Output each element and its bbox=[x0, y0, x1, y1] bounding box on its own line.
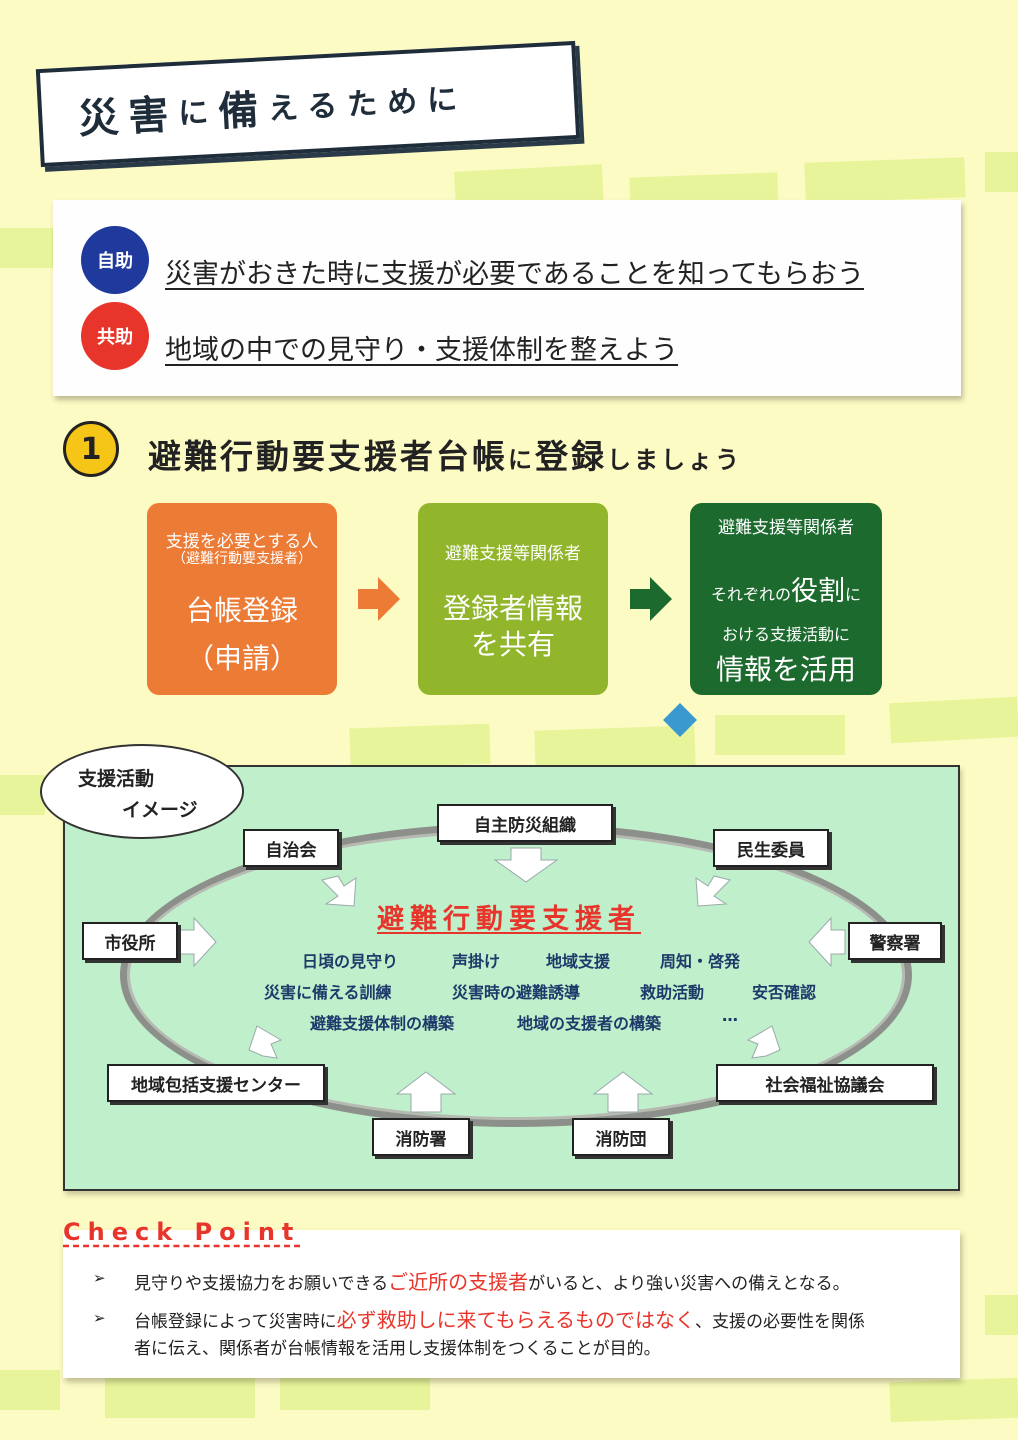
cloud-line2: イメージ bbox=[122, 799, 198, 821]
check-text: 台帳登録によって災害時に bbox=[134, 1312, 337, 1332]
check-line-1: 見守りや支援協力をお願いできるご近所の支援者がいると、より強い災害への備えとなる… bbox=[134, 1266, 850, 1295]
box1-main1: 台帳登録 bbox=[185, 594, 298, 627]
heading-part: しましょう bbox=[607, 446, 742, 474]
check-point-box: ➢ 見守りや支援協力をお願いできるご近所の支援者がいると、より強い災害への備えと… bbox=[63, 1230, 960, 1378]
org-shakyo: 社会福祉協議会 bbox=[716, 1064, 934, 1102]
org-houkatsu: 地域包括支援センター bbox=[107, 1064, 325, 1102]
arrow-down-icon bbox=[493, 847, 559, 883]
arrow-diag-icon bbox=[695, 875, 731, 907]
bullet-icon: ➢ bbox=[93, 1269, 106, 1287]
activity-item: 地域の支援者の構築 bbox=[517, 1014, 662, 1033]
box1-main2: （申請） bbox=[185, 642, 298, 675]
arrow-diag-icon bbox=[321, 875, 357, 907]
check-text: 見守りや支援協力をお願いできる bbox=[134, 1274, 389, 1294]
box3-line2: おける支援活動に bbox=[721, 625, 850, 644]
arrow-right-icon bbox=[179, 916, 217, 968]
arrow-right-icon bbox=[630, 577, 672, 621]
activity-item: … bbox=[722, 1006, 738, 1025]
arrow-up-icon bbox=[592, 1071, 654, 1113]
box3-l1b: 役割 bbox=[791, 576, 845, 607]
cloud-label: 支援活動 イメージ bbox=[40, 744, 244, 839]
center-title: 避難行動要支援者 bbox=[377, 904, 641, 935]
box1-sub2: （避難行動要支援者） bbox=[172, 551, 312, 567]
org-shobodan: 消防団 bbox=[572, 1118, 670, 1156]
heading-part: に bbox=[508, 446, 535, 474]
arrow-left-icon bbox=[808, 916, 846, 968]
arrow-right-icon bbox=[358, 577, 400, 621]
box3-sub: 避難支援等関係者 bbox=[718, 518, 854, 538]
activity-item: 地域支援 bbox=[546, 952, 611, 971]
arrow-up-icon bbox=[248, 1025, 283, 1059]
bullet-icon: ➢ bbox=[93, 1309, 106, 1327]
bg-stripe bbox=[985, 1295, 1018, 1335]
org-keisatsu: 警察署 bbox=[848, 922, 942, 960]
org-jichikai: 自治会 bbox=[243, 829, 339, 867]
activity-item: 避難支援体制の構築 bbox=[310, 1014, 455, 1033]
heading-part: 避難行動要支援者台帳 bbox=[148, 437, 508, 476]
check-text: 、支援の必要性を関係 bbox=[695, 1312, 866, 1332]
box2-sub: 避難支援等関係者 bbox=[445, 544, 581, 564]
box1-sub1: 支援を必要とする人 bbox=[165, 532, 319, 552]
box2-main1: 登録者情報 bbox=[442, 592, 583, 625]
bg-stripe bbox=[0, 775, 45, 815]
arrow-up-icon bbox=[746, 1025, 781, 1059]
intro-box: 自助 災害がおきた時に支援が必要であることを知ってもらおう 共助 地域の中での見… bbox=[53, 200, 961, 396]
check-emphasis: 必ず救助しに来てもらえるものではなく bbox=[336, 1308, 696, 1332]
step-number: 1 bbox=[63, 421, 119, 477]
bg-stripe bbox=[715, 715, 845, 755]
kyojo-badge: 共助 bbox=[81, 302, 149, 370]
check-emphasis: ご近所の支援者 bbox=[388, 1270, 529, 1294]
org-shobosho: 消防署 bbox=[372, 1118, 470, 1156]
flow-box-register: 支援を必要とする人 （避難行動要支援者） 台帳登録 （申請） bbox=[147, 503, 337, 695]
box2-main2: を共有 bbox=[470, 628, 555, 661]
heading-part: 登録 bbox=[535, 437, 607, 476]
jijo-badge: 自助 bbox=[81, 226, 149, 294]
box3-main: 情報を活用 bbox=[715, 653, 856, 686]
bg-stripe bbox=[105, 1378, 255, 1418]
check-line-2: 台帳登録によって災害時に必ず救助しに来てもらえるものではなく、支援の必要性を関係 bbox=[134, 1304, 865, 1333]
activity-item: 周知・啓発 bbox=[660, 952, 741, 971]
org-minsei: 民生委員 bbox=[713, 829, 829, 867]
box3-l1c: に bbox=[845, 585, 862, 604]
kyojo-text: 地域の中での見守り・支援体制を整えよう bbox=[165, 335, 678, 366]
check-text: がいると、より強い災害への備えとなる。 bbox=[528, 1274, 850, 1294]
jijo-text: 災害がおきた時に支援が必要であることを知ってもらおう bbox=[165, 259, 865, 290]
activity-item: 救助活動 bbox=[640, 983, 705, 1002]
arrow-up-icon bbox=[395, 1071, 457, 1113]
bg-stripe bbox=[0, 228, 62, 268]
bg-stripe bbox=[985, 152, 1018, 192]
org-shiyakusho: 市役所 bbox=[82, 922, 178, 960]
flow-box-share: 避難支援等関係者 登録者情報 を共有 bbox=[418, 503, 608, 695]
check-point-title: Check Point bbox=[63, 1218, 301, 1246]
activity-item: 日頃の見守り bbox=[302, 952, 399, 971]
cloud-line1: 支援活動 bbox=[78, 768, 155, 790]
check-line-3: 者に伝え、関係者が台帳情報を活用し支援体制をつくることが目的。 bbox=[134, 1339, 661, 1359]
box3-line1: それぞれの役割に bbox=[690, 569, 882, 608]
activity-item: 災害時の避難誘導 bbox=[452, 983, 581, 1002]
activity-item: 災害に備える訓練 bbox=[264, 983, 392, 1002]
bg-stripe bbox=[0, 1370, 60, 1410]
section-heading: 避難行動要支援者台帳に登録しましょう bbox=[148, 430, 742, 478]
org-jishubo: 自主防災組織 bbox=[437, 804, 613, 842]
box3-l1a: それぞれの bbox=[710, 585, 791, 604]
activity-item: 声掛け bbox=[452, 952, 501, 971]
flow-box-utilize: 避難支援等関係者 それぞれの役割に おける支援活動に 情報を活用 bbox=[690, 503, 882, 695]
activity-item: 安否確認 bbox=[752, 983, 817, 1002]
